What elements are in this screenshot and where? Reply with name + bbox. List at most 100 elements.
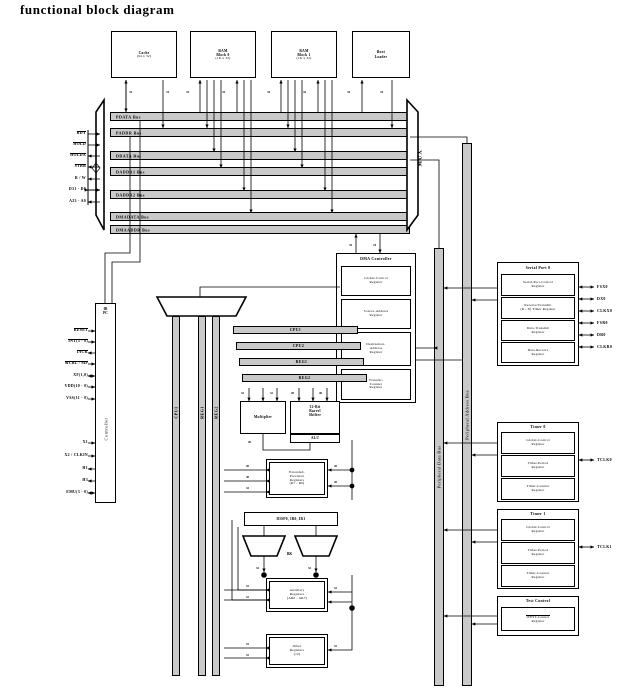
pin-fsr0: FSR0 (597, 321, 608, 325)
reg-line: Serial-Port-Control (523, 280, 553, 285)
signal-vdd: VDD(10 - 0) (64, 384, 88, 388)
signal-xf: XF(1,0) (73, 373, 88, 377)
signal-x2-clkin: X2 / CLKIN (64, 453, 88, 457)
svg-text:32: 32 (270, 391, 274, 395)
svg-text:32: 32 (349, 243, 353, 247)
signal-a23-a0: A23 - A0 (69, 199, 86, 203)
ext-reg-line: Registers (289, 477, 305, 482)
cpu-channel-reg1: REG1 (198, 316, 206, 676)
svg-text:40: 40 (334, 480, 338, 484)
reg1-label: REG1 (295, 360, 308, 364)
bus-dmaaddr-label: DMAADDR Bus (116, 227, 151, 232)
disp-ir-block: DISP0, IR0, IR1 (244, 512, 338, 526)
channel-cpu1-label: CPU1 (173, 406, 179, 419)
reg-line: Data-Receive (527, 347, 549, 352)
dma-global-control-register: Global-Control Register (341, 266, 411, 296)
data-transmit-register: Data-Transmit Register (501, 320, 575, 341)
signal-h3: H3 (82, 478, 88, 482)
reg-line: Source-Address (363, 309, 389, 314)
data-receive-register: Data-Receive Register (501, 342, 575, 363)
signal-holda: HOLDA (70, 153, 86, 157)
channel-reg2-label: REG2 (213, 406, 219, 419)
peripheral-data-bus: Peripheral Data Bus (434, 248, 444, 686)
pin-clkx0: CLKX0 (597, 309, 613, 313)
ram1-size: (1K x 32) (296, 55, 312, 60)
reg-line: Global-Control (526, 438, 550, 443)
svg-text:40: 40 (291, 391, 295, 395)
ext-reg-line: Extended- (289, 469, 305, 474)
reg-line: Transfer- (368, 377, 384, 382)
pin-dx0: DX0 (597, 297, 606, 301)
reg-line: Timer-Period (527, 461, 549, 466)
reg-line: Register (531, 351, 545, 356)
svg-text:32: 32 (347, 90, 351, 94)
signal-mcbl-mp: MCBL / MP (64, 361, 88, 365)
svg-text:32: 32 (246, 584, 250, 588)
timer0-period-register: Timer-Period Register (501, 455, 575, 477)
pin-clkr0: CLKR0 (597, 345, 613, 349)
bus-daddr1: DADDR1 Bus (110, 167, 410, 176)
svg-text:40: 40 (246, 475, 250, 479)
svg-text:32: 32 (241, 391, 245, 395)
boot-loader-block: Boot Loader (352, 31, 410, 78)
signal-x1: X1 (82, 440, 88, 444)
pin-tclk0: TCLK0 (597, 458, 612, 462)
bus-pdata-label: PDATA Bus (116, 114, 141, 119)
svg-text:32: 32 (380, 90, 384, 94)
reg-line: Destination- (366, 342, 386, 347)
arau1-label: ARAU1 (300, 546, 314, 550)
cpu-channel-reg2: REG2 (212, 316, 220, 676)
reg-line: Register (369, 313, 383, 317)
svg-text:40: 40 (248, 440, 252, 444)
other-registers-block: Other Registers (12) (266, 634, 328, 668)
barrel-shifter-block: 32-Bit Barrel Shifter (290, 401, 340, 434)
shifter-line: 32-Bit (309, 405, 321, 409)
signal-int: INT(3 - 0) (68, 339, 88, 343)
reg-line: Register (531, 465, 545, 469)
ext-reg-line: Precision (289, 473, 305, 478)
disp-ir-label: DISP0, IR0, IR1 (276, 516, 306, 521)
reg-line: Register (531, 488, 545, 492)
other-reg-line: Other (292, 644, 302, 649)
signal-vss: VSS(11 - 0) (66, 396, 88, 400)
svg-text:32: 32 (246, 595, 250, 599)
alu-block: ALU (290, 434, 340, 443)
svg-text:32: 32 (256, 566, 260, 570)
bus-ddata: DDATA Bus (110, 151, 410, 160)
bus-paddr-label: PADDR Bus (116, 130, 142, 135)
reg-line: Counter (369, 381, 383, 386)
reg-line: Timer-Period (527, 548, 549, 553)
aux-reg-line: Registers (289, 592, 305, 597)
left-mux-label: MUX (100, 149, 107, 167)
reg-line: Register (369, 349, 383, 354)
signal-rw: R / W (74, 176, 86, 180)
auxiliary-registers-block: Auxiliary Registers (AR0 - AR7) (266, 578, 328, 612)
svg-text:32: 32 (246, 653, 250, 657)
ram-block-1: RAM Block 1 (1K x 32) (271, 31, 337, 78)
signal-rdy: RDY (76, 131, 86, 135)
svg-text:32: 32 (308, 566, 312, 570)
ram1-label: RAM (299, 48, 309, 53)
bus-daddr2: DADDR2 Bus (110, 190, 410, 199)
bus-dmadata-label: DMADATA Bus (116, 214, 150, 219)
aux-reg-line: (AR0 - AR7) (287, 595, 307, 600)
reg-line: ITEST-Control (526, 614, 550, 619)
cpu-bus-cpu1: CPU1 (233, 326, 358, 334)
bus-paddr: PADDR Bus (110, 128, 410, 137)
reg-line: Register (531, 618, 545, 623)
extended-precision-registers-block: Extended- Precision Registers (R7 - R0) (266, 459, 328, 498)
page-title: functional block diagram (20, 2, 175, 17)
cpu-bus-reg2: REG2 (242, 374, 367, 382)
signal-strb: STRB (74, 164, 86, 168)
pin-dr0: DR0 (597, 333, 606, 337)
boot-sub: Loader (374, 54, 388, 59)
reg-line: Receive/Transmit (524, 303, 552, 308)
bus-ddata-label: DDATA Bus (116, 153, 142, 158)
ext-reg-line: (R7 - R0) (289, 481, 305, 486)
bus-pdata: PDATA Bus (110, 112, 410, 121)
reg-line: Register (369, 280, 383, 284)
timer0-global-control-register: Global-Control Register (501, 432, 575, 454)
